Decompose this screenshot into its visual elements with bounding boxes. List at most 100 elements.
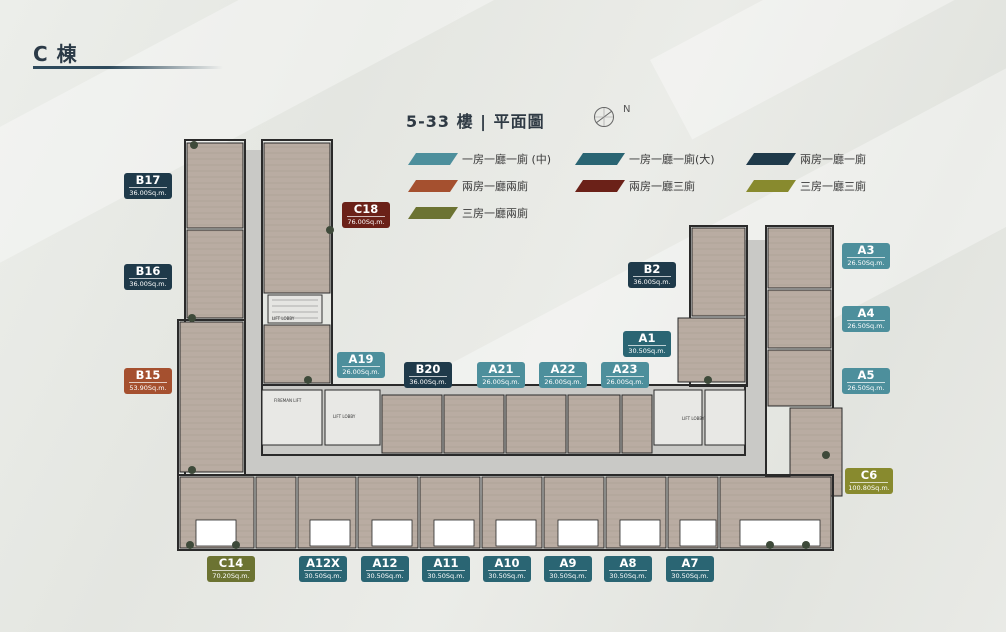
unit-name: A9 — [559, 556, 577, 570]
unit-tag-a12[interactable]: A12 30.50Sq.m. — [361, 556, 409, 582]
lift-label: LIFT LOBBY — [272, 316, 295, 321]
unit-tag-a8[interactable]: A8 30.50Sq.m. — [604, 556, 652, 582]
unit-divider — [847, 382, 885, 383]
unit-name: A12 — [372, 556, 398, 570]
title-block: C 棟 — [33, 38, 223, 69]
unit-tag-a19[interactable]: A19 26.00Sq.m. — [337, 352, 385, 378]
unit-tag-a3[interactable]: A3 26.50Sq.m. — [842, 243, 890, 269]
unit-tag-a9[interactable]: A9 30.50Sq.m. — [544, 556, 592, 582]
legend-swatch-shape — [746, 153, 796, 165]
legend-label: 一房一廳一廁(大) — [629, 153, 715, 166]
unit-divider — [366, 570, 404, 571]
unit-area: 76.00Sq.m. — [347, 218, 385, 226]
unit-divider — [129, 382, 167, 383]
legend-swatch-shape — [408, 180, 458, 192]
title-underline — [33, 66, 223, 69]
legend-swatch — [575, 180, 625, 192]
unit-area: 26.50Sq.m. — [847, 259, 885, 267]
legend-label: 三房一廳三廁 — [800, 180, 866, 193]
legend-swatch-shape — [408, 153, 458, 165]
unit-name: A19 — [348, 352, 374, 366]
unit-area: 36.00Sq.m. — [129, 280, 167, 288]
unit-area: 30.50Sq.m. — [304, 572, 342, 580]
unit-divider — [409, 376, 447, 377]
lift-cores — [261, 389, 746, 446]
unit-name: A22 — [550, 362, 576, 376]
unit-name: A5 — [857, 368, 875, 382]
unit-area: 100.80Sq.m. — [848, 484, 890, 492]
unit-area: 36.00Sq.m. — [633, 278, 671, 286]
unit-area: 30.50Sq.m. — [488, 572, 526, 580]
unit-divider — [850, 482, 888, 483]
unit-divider — [628, 345, 666, 346]
legend-swatch — [575, 153, 625, 165]
unit-tag-a22[interactable]: A22 26.00Sq.m. — [539, 362, 587, 388]
unit-name: A10 — [494, 556, 520, 570]
unit-area: 30.50Sq.m. — [549, 572, 587, 580]
legend-swatch-shape — [575, 180, 625, 192]
legend-swatch-shape — [746, 180, 796, 192]
legend-swatch-shape — [408, 207, 458, 219]
legend-swatch — [408, 207, 458, 219]
unit-name: A23 — [612, 362, 638, 376]
unit-divider — [488, 570, 526, 571]
unit-area: 30.50Sq.m. — [366, 572, 404, 580]
unit-name: A3 — [857, 243, 875, 257]
unit-area: 30.50Sq.m. — [628, 347, 666, 355]
lift-label: FIREMAN LIFT — [274, 398, 302, 403]
unit-area: 30.50Sq.m. — [609, 572, 647, 580]
unit-name: B16 — [135, 264, 161, 278]
unit-divider — [129, 278, 167, 279]
south-wing-outline — [177, 474, 834, 551]
unit-name: B15 — [135, 368, 161, 382]
unit-name: B20 — [415, 362, 441, 376]
unit-area: 30.50Sq.m. — [671, 572, 709, 580]
unit-name: A11 — [433, 556, 459, 570]
unit-divider — [342, 366, 380, 367]
legend-label: 兩房一廳兩廁 — [462, 180, 528, 193]
unit-area: 26.50Sq.m. — [847, 384, 885, 392]
unit-divider — [212, 570, 250, 571]
stairwell-steps — [272, 299, 318, 319]
unit-area: 36.00Sq.m. — [409, 378, 447, 386]
legend-swatch-shape — [575, 153, 625, 165]
legend-label: 兩房一廳三廁 — [629, 180, 695, 193]
legend-swatch — [746, 153, 796, 165]
unit-tag-a1[interactable]: A1 30.50Sq.m. — [623, 331, 671, 357]
unit-name: A8 — [619, 556, 637, 570]
unit-divider — [847, 320, 885, 321]
balconies — [195, 519, 821, 547]
unit-tag-b20[interactable]: B20 36.00Sq.m. — [404, 362, 452, 388]
unit-tag-a5[interactable]: A5 26.50Sq.m. — [842, 368, 890, 394]
unit-area: 26.00Sq.m. — [342, 368, 380, 376]
unit-area: 26.00Sq.m. — [544, 378, 582, 386]
west-wing-units — [179, 142, 331, 473]
unit-name: C14 — [218, 556, 244, 570]
floor-plan-title: 5-33 樓 | 平面圖 — [406, 112, 545, 131]
unit-tag-b16[interactable]: B16 36.00Sq.m. — [124, 264, 172, 290]
unit-name: A1 — [638, 331, 656, 345]
unit-divider — [544, 376, 582, 377]
lift-label: LIFT LOBBY — [333, 414, 356, 419]
legend-label: 一房一廳一廁 (中) — [462, 153, 552, 166]
unit-divider — [129, 187, 167, 188]
middle-wing-units — [381, 394, 653, 454]
legend-swatch — [408, 153, 458, 165]
unit-tag-a7[interactable]: A7 30.50Sq.m. — [666, 556, 714, 582]
unit-name: A7 — [681, 556, 699, 570]
building-title: C 棟 — [33, 42, 78, 66]
unit-tag-a10[interactable]: A10 30.50Sq.m. — [483, 556, 531, 582]
unit-name: A4 — [857, 306, 875, 320]
